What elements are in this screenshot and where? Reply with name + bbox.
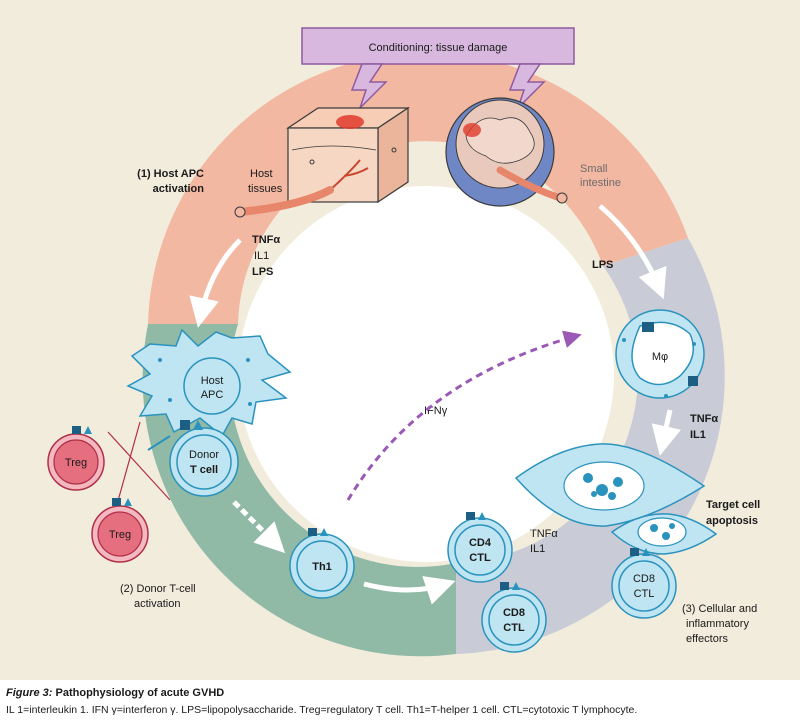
figure-label: Figure 3:	[6, 687, 53, 699]
blood-vessel	[236, 186, 334, 216]
ring-center	[238, 186, 614, 562]
target-cell-label-line2: apoptosis	[706, 515, 758, 527]
lightning-bolt-icon	[350, 63, 388, 109]
arrow-ctl-to-target	[508, 503, 551, 531]
donor-tcell	[169, 420, 239, 497]
gvhd-diagram: Conditioning: tissue damage (1) Host APC…	[47, 27, 760, 657]
macrophage-cell	[615, 309, 705, 399]
treg-interaction-line	[147, 435, 171, 451]
treg-cell-2	[91, 498, 149, 563]
donor-activation-line1: (2) Donor T-cell	[120, 583, 196, 595]
donor-tcell-line1: Donor	[189, 449, 219, 461]
vessel-end	[234, 206, 246, 218]
host-apc-activation-line2: activation	[153, 183, 205, 195]
cd8-ctl-b-line2: CTL	[634, 588, 655, 600]
host-apc-line2: APC	[201, 389, 224, 401]
arrow-ifn-gamma	[346, 330, 582, 501]
host-tissues-line1: Host	[250, 168, 273, 180]
il1-right: IL1	[690, 429, 706, 441]
conditioning-box	[301, 27, 575, 65]
ring-segment-host	[148, 52, 688, 324]
cd8-ctl-a-line1: CD8	[503, 607, 525, 619]
small-intestine-line1: Small	[580, 163, 608, 175]
cd4-ctl-line1: CD4	[469, 537, 492, 549]
inhibition-line	[107, 431, 171, 501]
macrophage-label: Mφ	[652, 351, 668, 363]
figure-title: Pathophysiology of acute GVHD	[55, 687, 225, 699]
cytokine-lps-left: LPS	[252, 266, 273, 278]
treg-2-label: Treg	[109, 529, 131, 541]
host-tissue-block	[286, 106, 410, 204]
treg-1-label: Treg	[65, 457, 87, 469]
target-cell-small	[610, 513, 718, 555]
arrow-macrophage-to-target	[651, 409, 681, 456]
cytokine-tnf-left: TNFα	[252, 234, 280, 246]
arrow-intestine-to-macrophage	[598, 204, 667, 300]
conditioning-label: Conditioning: tissue damage	[369, 42, 508, 54]
arrow-th1-to-ctl	[363, 576, 456, 605]
donor-activation-line2: activation	[134, 598, 180, 610]
inhibition-line	[115, 421, 141, 509]
th1-cell	[289, 528, 355, 599]
figure-caption-abbreviations: IL 1=interleukin 1. IFN γ=interferon γ. …	[6, 704, 638, 716]
small-intestine	[445, 97, 568, 207]
cd8-ctl-cell-a	[481, 582, 547, 653]
cytokine-il1-left: IL1	[254, 250, 269, 262]
host-apc-activation-line1: (1) Host APC	[137, 168, 204, 180]
cd8-ctl-cell-b	[611, 548, 677, 619]
effectors-line2: inflammatory	[686, 618, 749, 630]
lps-right: LPS	[592, 259, 613, 271]
cd8-ctl-a-line2: CTL	[503, 622, 525, 634]
il1-mid: IL1	[530, 543, 545, 555]
tnf-right: TNFα	[690, 413, 718, 425]
small-intestine-line2: intestine	[580, 177, 621, 189]
donor-tcell-line2: T cell	[190, 464, 218, 476]
target-cell-large	[514, 443, 706, 527]
arrow-host-to-apc	[189, 238, 242, 328]
cd4-ctl-line2: CTL	[469, 552, 491, 564]
cd8-ctl-b-line1: CD8	[633, 573, 655, 585]
host-apc-line1: Host	[201, 375, 224, 387]
tnf-mid: TNFα	[530, 528, 558, 540]
treg-cell-1	[47, 426, 105, 491]
host-apc-cell	[126, 328, 292, 438]
lightning-bolt-icon	[508, 63, 546, 109]
cd4-ctl-cell	[447, 512, 513, 583]
effectors-line1: (3) Cellular and	[682, 603, 757, 615]
host-tissues-line2: tissues	[248, 183, 283, 195]
th1-label: Th1	[312, 561, 332, 573]
target-cell-label-line1: Target cell	[706, 499, 760, 511]
figure-caption-title: Figure 3: Pathophysiology of acute GVHD	[6, 687, 224, 699]
effectors-line3: effectors	[686, 633, 728, 645]
